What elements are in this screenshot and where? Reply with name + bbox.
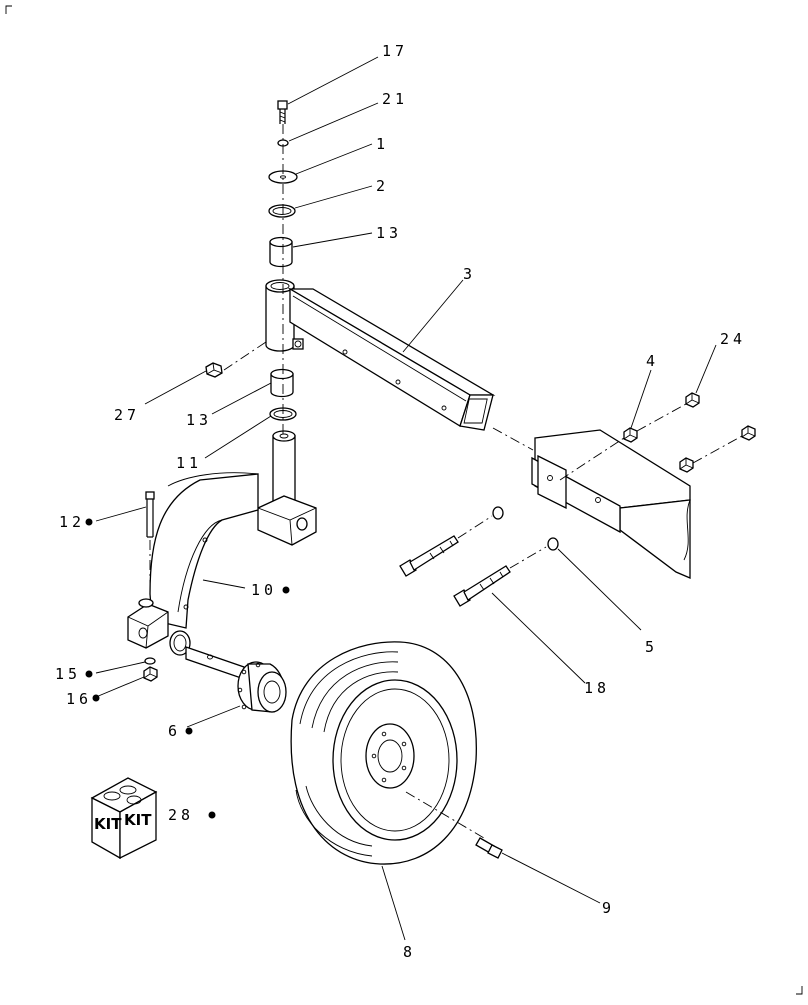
bullet-6 [185,727,193,735]
bullet-10 [282,586,290,594]
callout-28: 28 - [168,806,220,824]
corner-mark-top-left [5,5,12,14]
spindle-post [257,430,317,546]
bushing-13-lower [270,368,294,398]
kit-label-right: KIT [124,811,152,829]
bushing-13-upper [269,236,293,268]
nut-right-upper [741,425,756,441]
callout-5: 5 [645,638,658,656]
axle-stub [185,646,245,680]
callout-27: 27 [114,406,140,424]
caster-fork-10 [127,472,259,656]
nut-4 [623,427,638,443]
wheel-assembly-8 [290,641,477,865]
corner-mark-bottom-right [796,986,803,995]
axis-line-frame-nut [559,437,625,481]
axis-line-24 [636,403,687,432]
nut-right-lower [679,457,694,473]
bolt-12 [145,491,155,538]
bolt-18-lower [453,565,511,607]
callout-13-upper: 13 [376,224,402,242]
bolt-17 [277,100,288,124]
wheel-hub-6 [237,661,287,713]
bullet-28 [208,811,216,819]
kit-box-28: KIT KIT [90,777,158,860]
bullet-12 [85,518,93,526]
axis-line-right-nuts [692,435,743,464]
bolt-18-upper [399,535,459,577]
nut-24 [685,392,700,408]
callout-16: 16 [66,690,92,708]
callout-13-lower: 13 [186,411,212,429]
callout-18: 18 [584,679,610,697]
bullet-15 [85,670,93,678]
washer-2 [268,204,296,218]
callout-8: 8 [403,943,416,961]
leader-lines [95,56,717,941]
callout-17: 17 [382,42,408,60]
callout-labels: 17 21 1 2 13 3 24 4 27 13 11 12 10 5 18 … [55,42,746,961]
callout-15: 15 [55,665,81,683]
callout-10: 10 [251,581,277,599]
bullet-16 [92,694,100,702]
flat-washer-1 [268,170,298,184]
lock-washer-15 [144,657,156,665]
callout-1: 1 [376,135,389,153]
callout-4: 4 [646,352,659,370]
callout-3: 3 [463,265,476,283]
washer-5 [547,537,559,551]
caster-arm-3 [265,279,496,431]
callout-21: 21 [382,90,408,108]
bolt-9 [475,837,503,859]
nut-27 [205,362,223,378]
kit-label-left: KIT [94,815,122,833]
axis-line-arm-to-frame [492,427,534,451]
callout-9: 9 [602,899,615,917]
nut-16 [143,666,158,682]
callout-6: 6 [168,722,181,740]
washer-upper [492,506,504,520]
axis-line-upper-bolt [457,515,493,539]
frame-tube [531,429,691,579]
axis-line-27 [223,341,267,371]
axis-line-lower-bolt [509,546,547,569]
callout-2: 2 [376,177,389,195]
callout-11: 11 [176,454,202,472]
axis-line-9 [405,791,485,839]
callout-12: 12 [59,513,85,531]
callout-24: 24 [720,330,746,348]
